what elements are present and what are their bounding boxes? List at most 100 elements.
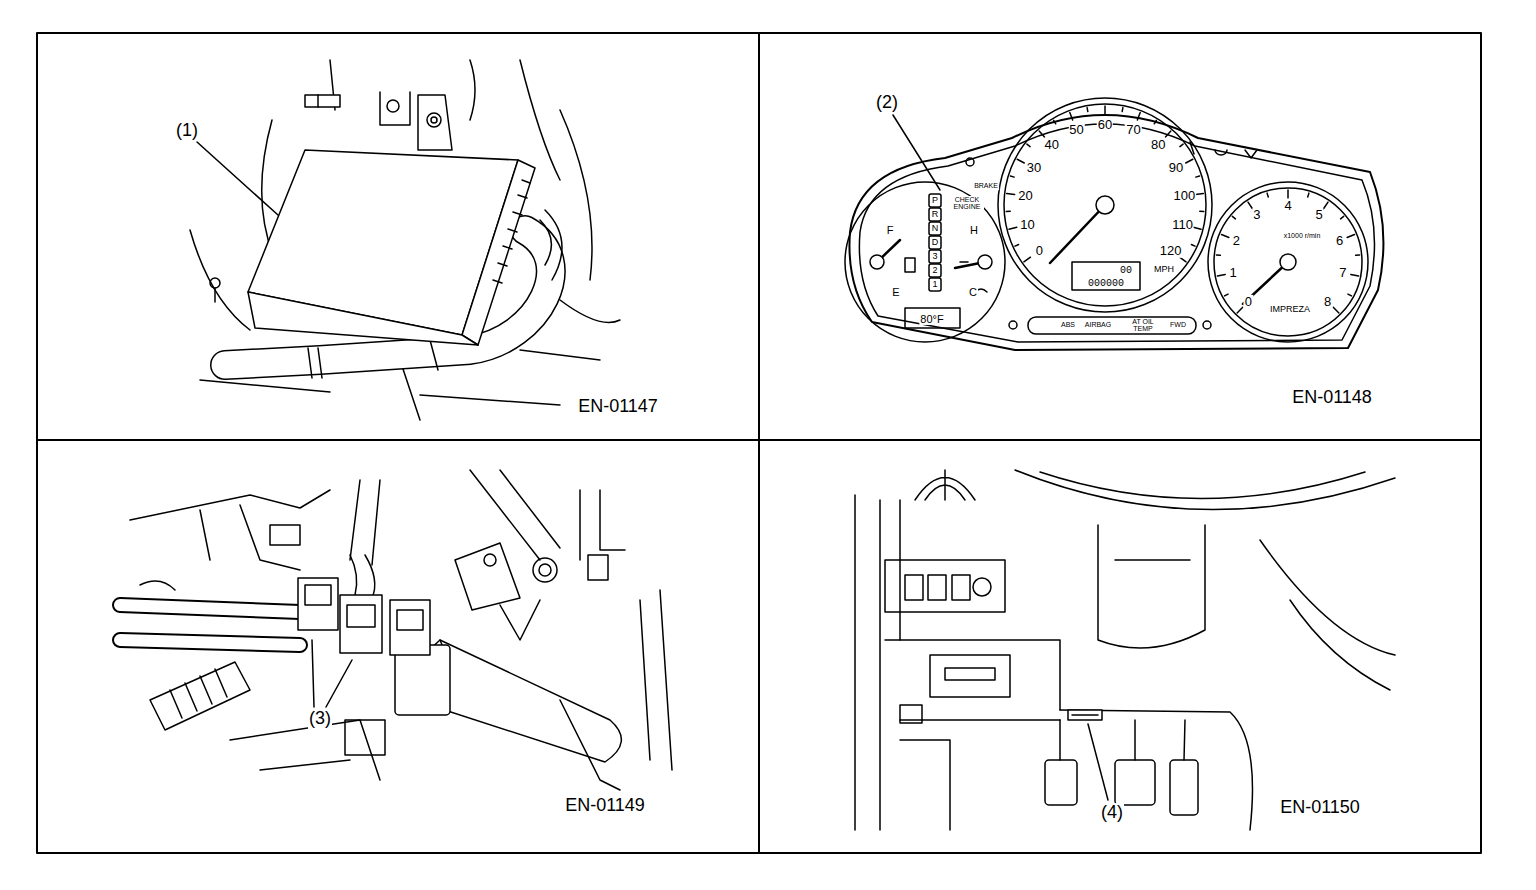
gauge-tick bbox=[1217, 274, 1225, 276]
shift-indicator-box bbox=[929, 278, 941, 291]
connector-location-drawing bbox=[560, 700, 620, 790]
leader-line bbox=[312, 640, 314, 707]
gauge-tick bbox=[1104, 106, 1106, 114]
control-module-drawing bbox=[431, 117, 437, 123]
control-module-drawing bbox=[317, 95, 319, 107]
warning-text: AT OIL TEMP bbox=[1127, 318, 1159, 332]
gauge-tick bbox=[1070, 112, 1073, 119]
gauge-tick bbox=[1039, 131, 1044, 137]
gauge-tick bbox=[1010, 176, 1014, 177]
gauge-letter: E bbox=[891, 286, 900, 298]
gauge-tick bbox=[1086, 108, 1088, 112]
connector-location-drawing bbox=[345, 720, 385, 755]
leader-line bbox=[893, 115, 940, 190]
dash-underside-drawing bbox=[855, 470, 1395, 830]
dash-underside-drawing bbox=[1098, 525, 1205, 648]
connector-location-drawing bbox=[150, 662, 250, 730]
instrument-cluster-drawing bbox=[1009, 321, 1017, 329]
connector-location-drawing bbox=[533, 558, 557, 582]
control-module-drawing bbox=[210, 278, 220, 288]
dash-underside-drawing bbox=[1072, 714, 1098, 716]
gauge-number: 40 bbox=[1044, 138, 1060, 152]
gauge-tick bbox=[1196, 176, 1200, 177]
instrument-cluster-drawing bbox=[849, 115, 1383, 350]
figure-code: EN-01150 bbox=[1279, 798, 1361, 818]
dash-underside-drawing bbox=[885, 640, 1060, 830]
panel-frame bbox=[37, 439, 1481, 441]
connector-location-drawing bbox=[484, 554, 496, 566]
connector-location-drawing bbox=[397, 610, 423, 630]
gauge-hub bbox=[1096, 196, 1114, 214]
figure-code: EN-01147 bbox=[577, 397, 659, 417]
connector-location-drawing bbox=[298, 578, 338, 630]
connector-location-drawing bbox=[170, 669, 227, 718]
gauge-hub bbox=[978, 255, 992, 269]
gauge-tick bbox=[1200, 210, 1204, 212]
gauge-tick bbox=[1191, 245, 1195, 247]
gauge-tick bbox=[1007, 193, 1015, 195]
control-module-drawing bbox=[380, 92, 410, 125]
control-module-drawing bbox=[190, 230, 250, 330]
gauge-number: 50 bbox=[1068, 123, 1084, 137]
gauge-number: 1 bbox=[1228, 266, 1237, 280]
gauge-number: 110 bbox=[1171, 217, 1194, 231]
gauge-tick bbox=[1221, 234, 1228, 237]
dash-underside-drawing bbox=[855, 495, 900, 830]
instrument-cluster-drawing bbox=[966, 158, 974, 166]
gauge-tick bbox=[1333, 307, 1339, 313]
gauge-detail bbox=[870, 106, 1360, 313]
leader-line bbox=[1088, 724, 1108, 800]
shift-indicator-box bbox=[929, 194, 941, 207]
gauge-number: 8 bbox=[1323, 294, 1332, 308]
connector-location-drawing bbox=[390, 600, 430, 655]
callout-number: (1) bbox=[175, 121, 199, 141]
instrument-cluster-drawing bbox=[905, 308, 960, 328]
shift-indicator: D bbox=[931, 238, 940, 248]
instrument-cluster-drawing bbox=[1004, 104, 1206, 306]
gauge-tick bbox=[1006, 210, 1010, 212]
gauge-tick bbox=[1287, 190, 1289, 198]
warning-text: AIRBAG bbox=[1084, 321, 1112, 329]
shift-indicator-box bbox=[929, 208, 941, 221]
gauge-letter: H bbox=[969, 224, 979, 236]
dash-underside-drawing bbox=[928, 575, 946, 600]
dash-underside-drawing bbox=[1015, 470, 1395, 510]
connector-location-drawing bbox=[120, 640, 300, 645]
shift-indicator-box bbox=[929, 236, 941, 249]
gauge-text: x1000 r/min bbox=[1283, 232, 1322, 240]
control-module-drawing bbox=[305, 95, 340, 107]
gauge-tick bbox=[1324, 202, 1328, 209]
gauge-number: 70 bbox=[1125, 123, 1141, 137]
gauge-tick bbox=[1232, 216, 1235, 219]
odometer-text: 00 bbox=[1119, 265, 1133, 276]
gauge-tick bbox=[1009, 227, 1017, 229]
gauge-number: 4 bbox=[1283, 199, 1292, 213]
connector-location-drawing bbox=[230, 720, 380, 780]
gauge-tick bbox=[1237, 307, 1243, 313]
gauge-tick bbox=[1054, 120, 1056, 123]
instrument-cluster-drawing bbox=[845, 98, 1383, 350]
dash-underside-drawing bbox=[1060, 710, 1253, 830]
gauge-tick bbox=[1137, 112, 1140, 119]
dash-underside-drawing bbox=[1115, 760, 1155, 805]
gauge-number: 2 bbox=[1232, 233, 1241, 247]
control-module-drawing bbox=[308, 340, 438, 378]
gauge-number: 30 bbox=[1026, 161, 1042, 175]
warning-text: ABS bbox=[1060, 321, 1076, 329]
gauge-tick bbox=[1356, 254, 1360, 256]
shift-indicator: P bbox=[931, 196, 939, 206]
shift-indicator: 3 bbox=[931, 252, 938, 262]
callout-number: (3) bbox=[308, 709, 332, 729]
gauge-number: 80 bbox=[1150, 138, 1166, 152]
dash-underside-drawing bbox=[915, 470, 975, 500]
connector-location-drawing bbox=[340, 595, 382, 653]
connector-location-drawing bbox=[455, 543, 520, 610]
temperature-text: 80°F bbox=[919, 313, 944, 325]
gauge-text: BRAKE bbox=[973, 182, 999, 190]
shift-indicator-box bbox=[929, 264, 941, 277]
dash-underside-drawing bbox=[1260, 540, 1395, 690]
instrument-cluster-drawing bbox=[1208, 182, 1368, 342]
odometer-text: 000000 bbox=[1087, 278, 1125, 289]
